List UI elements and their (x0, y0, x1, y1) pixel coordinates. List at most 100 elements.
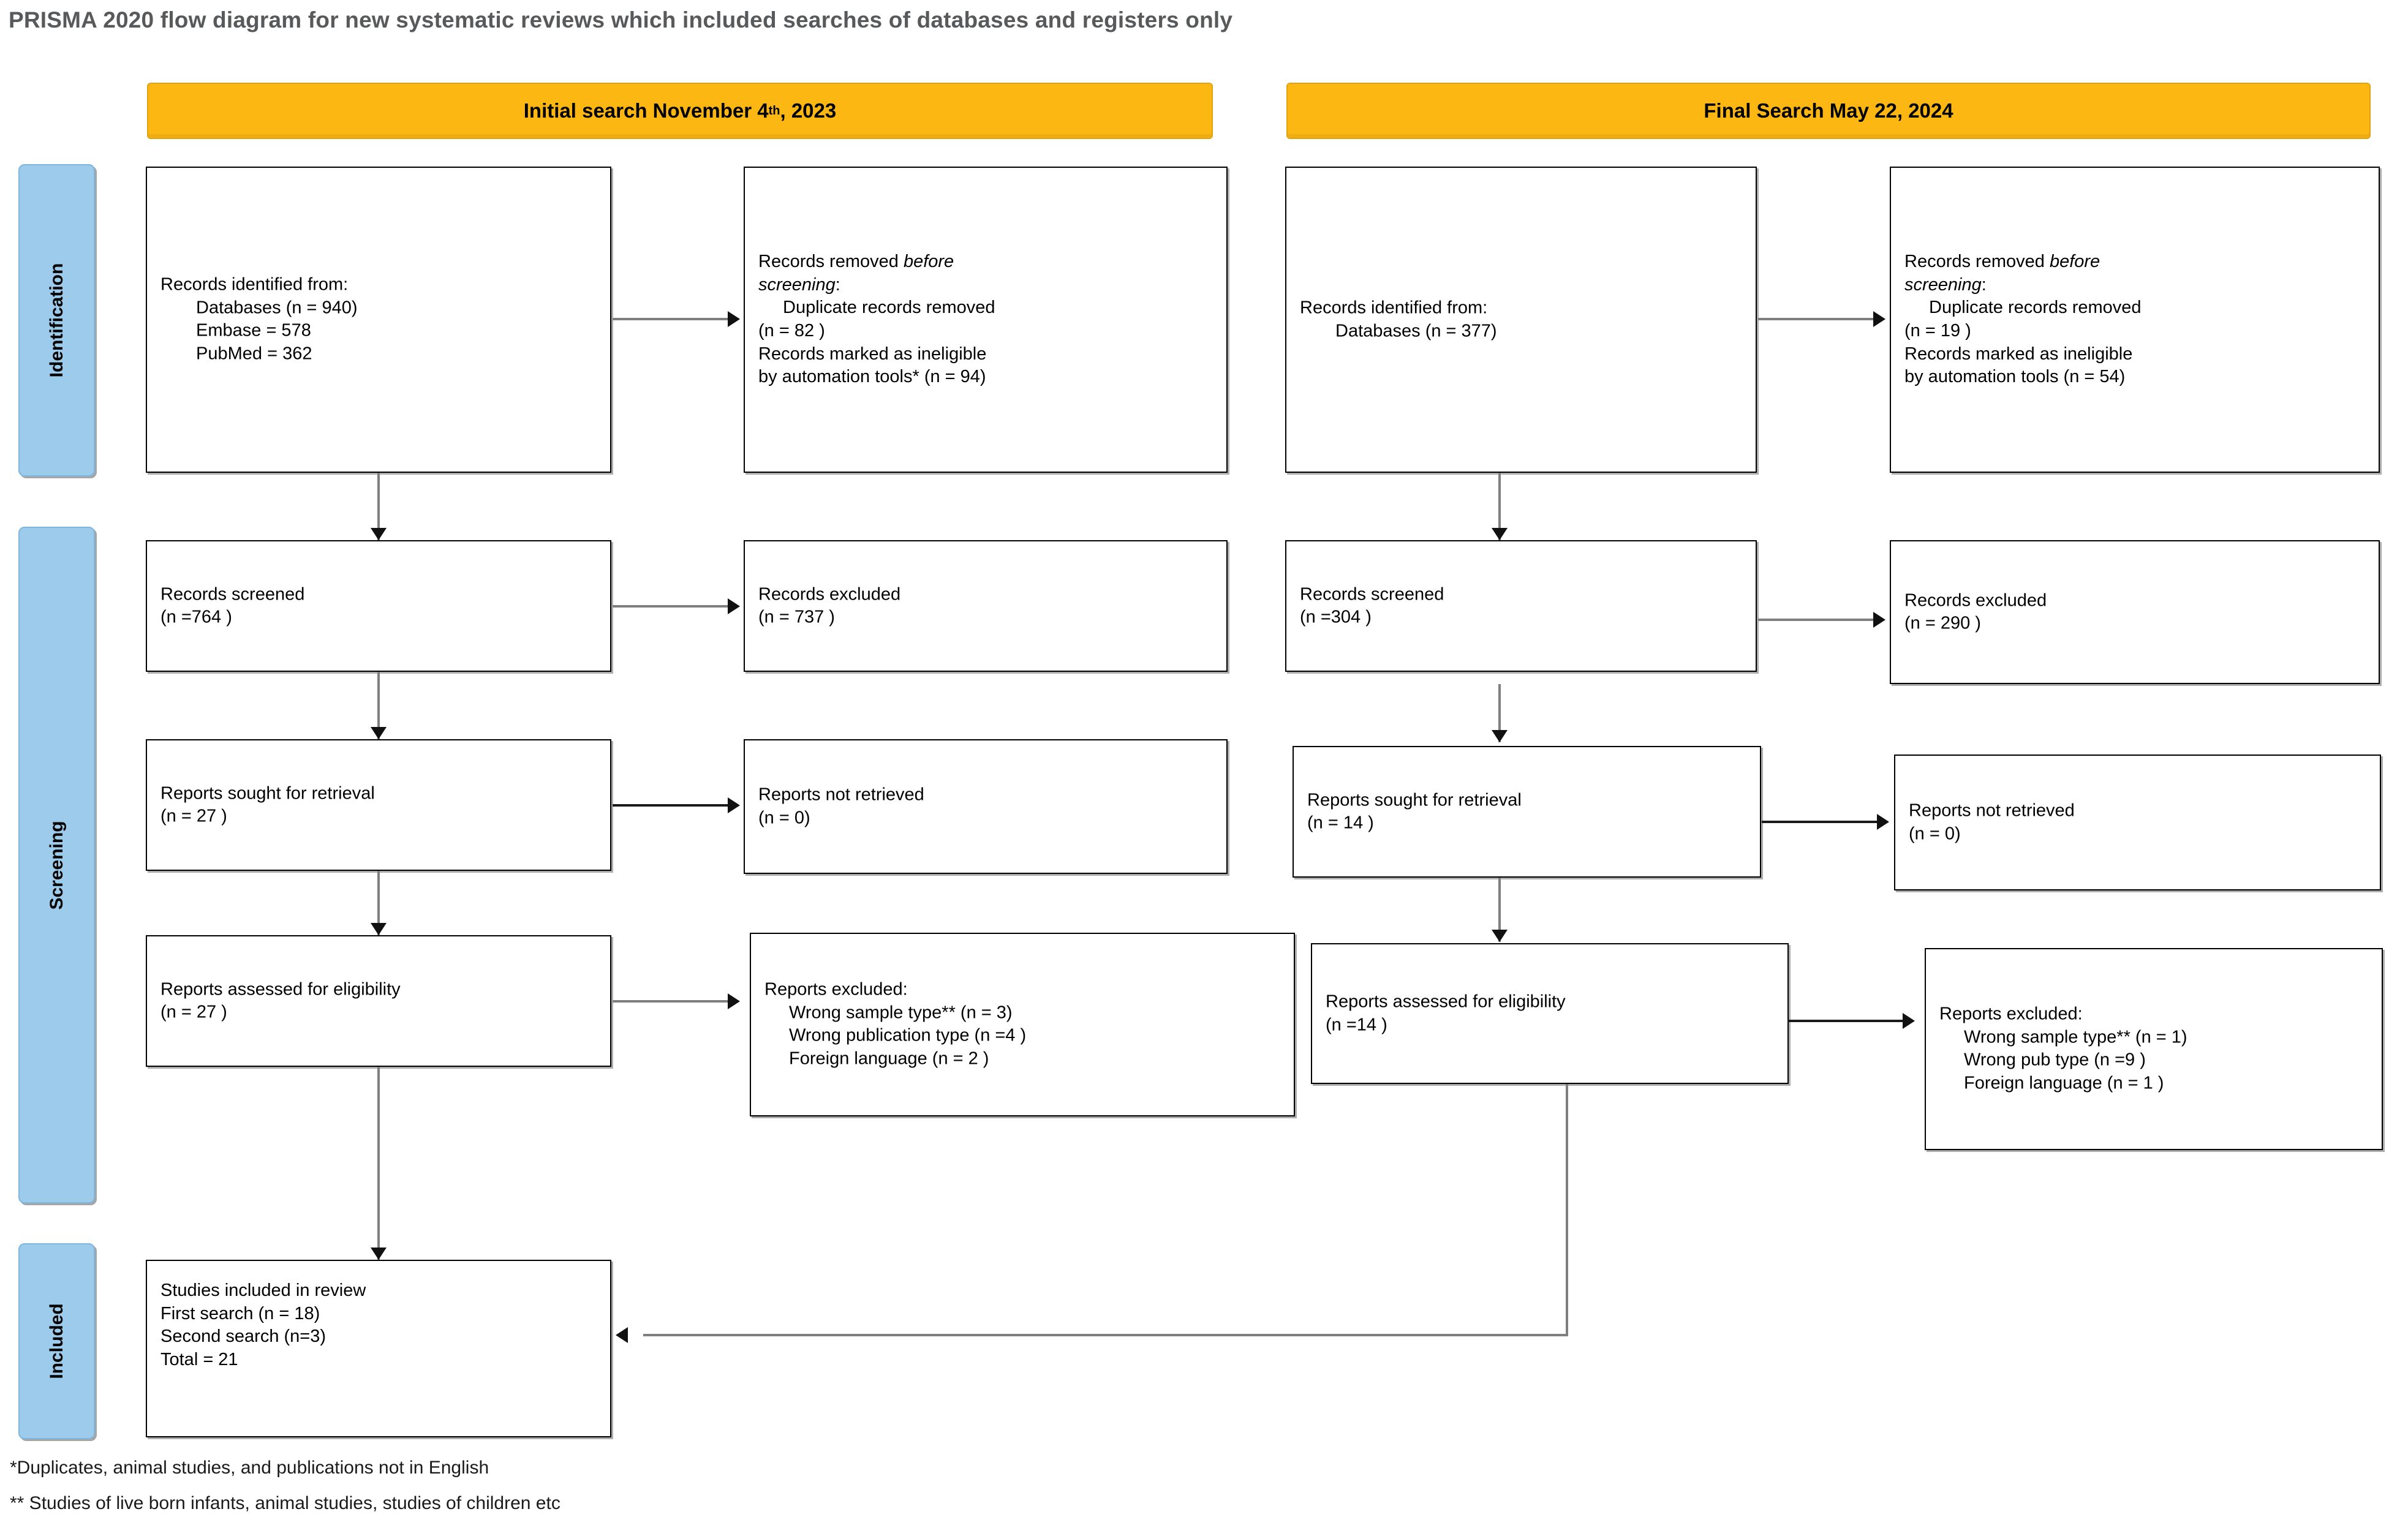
box-reports-assessed-right: Reports assessed for eligibility (n =14 … (1311, 943, 1789, 1084)
connector-screened-to-excluded-right (1758, 619, 1874, 621)
arrow-assessed-to-reportsexcluded-left-icon (728, 993, 740, 1009)
reports-excluded-left-line4: Foreign language (n = 2 ) (789, 1048, 989, 1069)
records-removed-right-line1: Records removed before (1904, 250, 2370, 274)
header-final-search-label: Final Search May 22, 2024 (1704, 99, 1953, 122)
connector-sought-to-notretrieved-left (613, 804, 729, 807)
reports-assessed-right-line1: Reports assessed for eligibility (1326, 992, 1566, 1012)
header-initial-search-suffix: , 2023 (780, 99, 837, 122)
records-excluded-right-line2: (n = 290 ) (1904, 613, 1981, 633)
records-excluded-left-line1: Records excluded (758, 584, 901, 604)
studies-included-line3: Second search (n=3) (160, 1327, 326, 1347)
footnote-single-asterisk: *Duplicates, animal studies, and publica… (10, 1458, 489, 1478)
arrow-identified-to-removed-right-icon (1873, 311, 1885, 327)
stage-label-identification: Identification (46, 263, 67, 378)
arrow-sought-to-notretrieved-right-icon (1877, 814, 1889, 830)
page-title: PRISMA 2020 flow diagram for new systema… (9, 7, 1233, 32)
box-records-identified-right: Records identified from: Databases (n = … (1285, 167, 1757, 473)
box-reports-excluded-left: Reports excluded: Wrong sample type** (n… (750, 933, 1295, 1116)
records-removed-right-line2: screening: (1904, 274, 2370, 297)
reports-not-retrieved-right-line2: (n = 0) (1909, 824, 1961, 843)
connector-right-assessed-elbow-horizontal (643, 1334, 1568, 1336)
reports-assessed-left-line2: (n = 27 ) (160, 1002, 227, 1022)
connector-screened-to-excluded-left (613, 605, 729, 608)
records-excluded-right-line1: Records excluded (1904, 590, 2047, 610)
connector-identified-to-removed-left (613, 318, 729, 320)
reports-excluded-right-line2: Wrong sample type** (n = 1) (1964, 1027, 2187, 1047)
reports-sought-left-line1: Reports sought for retrieval (160, 783, 375, 803)
records-removed-left-line2: screening: (758, 274, 1218, 297)
box-records-removed-right: Records removed before screening: Duplic… (1890, 167, 2380, 473)
records-identified-left-line1: Records identified from: (160, 274, 349, 295)
arrow-identified-to-screened-left-icon (371, 528, 387, 540)
connector-identified-to-screened-left (377, 473, 380, 540)
records-screened-left-line2: (n =764 ) (160, 607, 232, 627)
arrow-screened-to-sought-right-icon (1492, 730, 1508, 742)
records-removed-left-line2-italic: screening (758, 274, 836, 295)
footnote-double-asterisk: ** Studies of live born infants, animal … (10, 1493, 560, 1513)
reports-sought-right-line2: (n = 14 ) (1307, 813, 1374, 833)
box-reports-assessed-left: Reports assessed for eligibility (n = 27… (146, 935, 611, 1067)
box-records-removed-left: Records removed before screening: Duplic… (744, 167, 1228, 473)
stage-rail-screening: Screening (18, 527, 95, 1203)
box-reports-sought-left: Reports sought for retrieval (n = 27 ) (146, 739, 611, 871)
records-screened-right-line1: Records screened (1300, 584, 1444, 604)
records-removed-right-line2-colon: : (1981, 274, 1987, 295)
records-removed-left-line6: by automation tools* (n = 94) (758, 367, 986, 387)
records-removed-left-line2-colon: : (835, 274, 840, 295)
box-records-excluded-left: Records excluded (n = 737 ) (744, 540, 1228, 672)
records-removed-left-line1-text: Records removed (758, 251, 904, 271)
records-screened-right-line2: (n =304 ) (1300, 607, 1372, 627)
header-final-search: Final Search May 22, 2024 (1286, 83, 2371, 139)
reports-not-retrieved-left-line2: (n = 0) (758, 808, 810, 827)
reports-not-retrieved-left-line1: Reports not retrieved (758, 785, 924, 805)
box-reports-not-retrieved-right: Reports not retrieved (n = 0) (1894, 755, 2381, 890)
box-records-identified-left: Records identified from: Databases (n = … (146, 167, 611, 473)
box-studies-included: Studies included in review First search … (146, 1260, 611, 1437)
reports-not-retrieved-right-line1: Reports not retrieved (1909, 800, 2075, 821)
connector-sought-to-notretrieved-right (1762, 821, 1878, 823)
connector-assessed-to-reportsexcluded-right (1787, 1020, 1904, 1022)
records-removed-right-line4: (n = 19 ) (1904, 321, 1971, 341)
connector-screened-to-sought-right (1498, 684, 1501, 742)
box-reports-not-retrieved-left: Reports not retrieved (n = 0) (744, 739, 1228, 874)
connector-identified-to-screened-right (1498, 473, 1501, 540)
connector-identified-to-removed-right (1758, 318, 1874, 320)
records-removed-left-line5: Records marked as ineligible (758, 344, 987, 364)
arrow-sought-to-notretrieved-left-icon (728, 797, 740, 813)
reports-assessed-left-line1: Reports assessed for eligibility (160, 979, 401, 999)
box-reports-sought-right: Reports sought for retrieval (n = 14 ) (1293, 746, 1761, 878)
reports-sought-left-line2: (n = 27 ) (160, 806, 227, 826)
connector-right-assessed-elbow-vertical (1566, 1084, 1568, 1335)
stage-label-screening: Screening (46, 820, 67, 910)
header-initial-search-prefix: Initial search November 4 (523, 99, 769, 122)
arrow-screened-to-excluded-left-icon (728, 598, 740, 614)
reports-assessed-right-line2: (n =14 ) (1326, 1015, 1387, 1034)
box-records-excluded-right: Records excluded (n = 290 ) (1890, 540, 2380, 684)
records-removed-right-line5: Records marked as ineligible (1904, 344, 2133, 364)
arrow-sought-to-assessed-left-icon (371, 923, 387, 935)
records-screened-left-line1: Records screened (160, 584, 305, 604)
stage-label-included: Included (46, 1303, 67, 1379)
studies-included-line1: Studies included in review (160, 1281, 366, 1300)
records-removed-right-line1-text: Records removed (1904, 251, 2050, 271)
reports-excluded-left-line1: Reports excluded: (764, 979, 908, 999)
records-identified-left-line2: Databases (n = 940) (196, 298, 358, 318)
box-records-screened-right: Records screened (n =304 ) (1285, 540, 1757, 672)
records-removed-right-line6: by automation tools (n = 54) (1904, 367, 2126, 387)
connector-screened-to-sought-left (377, 672, 380, 739)
arrow-identified-to-screened-right-icon (1492, 528, 1508, 540)
studies-included-line2: First search (n = 18) (160, 1303, 320, 1323)
arrow-assessed-to-included-left-icon (371, 1248, 387, 1260)
records-removed-left-line1: Records removed before (758, 250, 1218, 274)
connector-sought-to-assessed-right (1498, 878, 1501, 942)
connector-assessed-to-included-left (377, 1067, 380, 1260)
reports-excluded-left-line2: Wrong sample type** (n = 3) (789, 1003, 1013, 1023)
records-removed-left-line3: Duplicate records removed (783, 298, 995, 318)
reports-excluded-right-line4: Foreign language (n = 1 ) (1964, 1073, 2164, 1093)
stage-rail-identification: Identification (18, 164, 95, 476)
reports-excluded-right-line3: Wrong pub type (n =9 ) (1964, 1050, 2146, 1070)
records-removed-left-line1-italic: before (903, 251, 954, 271)
reports-excluded-right-line1: Reports excluded: (1939, 1004, 2083, 1024)
stage-rail-included: Included (18, 1243, 95, 1439)
records-identified-left-line3: Embase = 578 (196, 321, 311, 341)
